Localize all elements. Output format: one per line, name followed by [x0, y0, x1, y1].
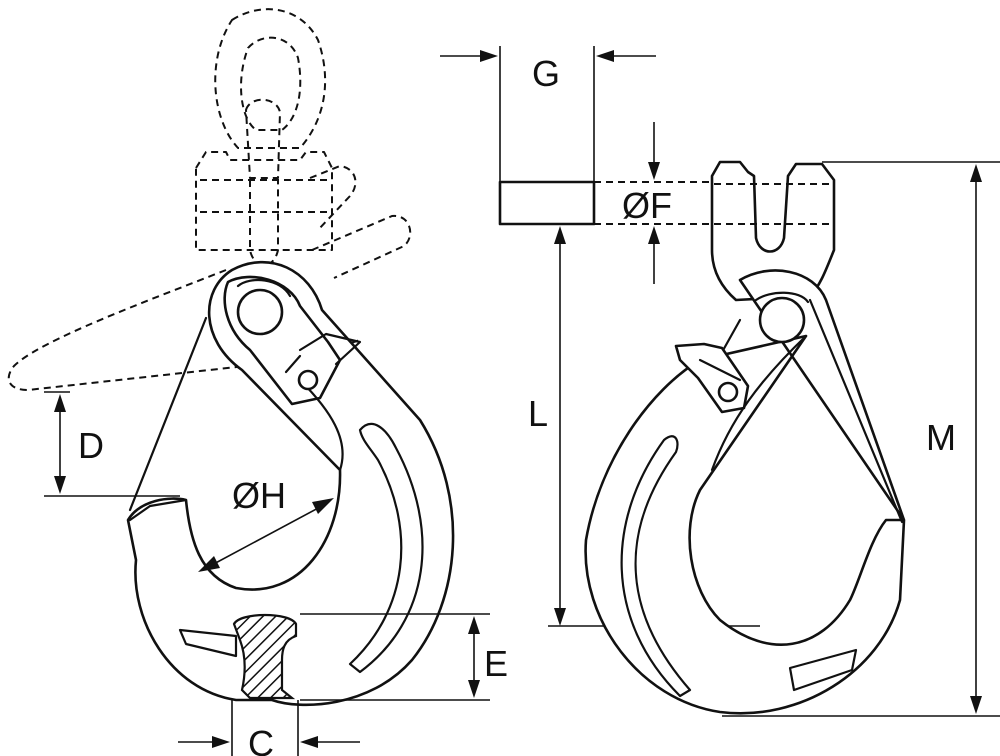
dimension-h — [198, 498, 334, 572]
left-hook-body — [126, 260, 455, 707]
right-hook-body — [584, 269, 906, 715]
clevis-head — [710, 160, 836, 302]
label-f: ØF — [622, 185, 672, 226]
label-d: D — [78, 425, 104, 466]
pin-section-detail: G ØF L — [440, 46, 760, 627]
right-hook-side-view: M — [584, 160, 1000, 717]
label-l: L — [528, 393, 548, 434]
right-groove — [620, 435, 692, 698]
label-c: C — [248, 723, 274, 756]
right-pivot-pin — [758, 296, 806, 344]
dimension-d — [44, 391, 180, 497]
dimension-f — [648, 122, 660, 284]
left-hook-front-view: D ØH E C — [7, 8, 508, 756]
swivel-eye-dashed — [214, 8, 327, 266]
label-h: ØH — [232, 475, 286, 516]
pin-section-rect — [498, 180, 596, 226]
left-latch-pin — [297, 369, 319, 391]
dimension-c — [178, 700, 360, 756]
top-body-dashed — [195, 151, 333, 251]
label-g: G — [532, 53, 560, 94]
latch-mid-dashed — [311, 214, 412, 279]
latch-down-dashed — [7, 269, 361, 391]
label-e: E — [484, 643, 508, 684]
left-pivot-pin — [236, 288, 284, 336]
dimension-g — [440, 46, 656, 182]
left-groove — [348, 422, 424, 674]
left-hook-section-hatched — [232, 614, 298, 700]
label-m: M — [926, 417, 956, 458]
right-latch-pin — [717, 381, 739, 403]
latch-open-dashed — [309, 165, 357, 231]
left-latch-plate — [223, 275, 342, 406]
dimension-e — [300, 613, 490, 701]
dimension-m — [722, 161, 1000, 717]
